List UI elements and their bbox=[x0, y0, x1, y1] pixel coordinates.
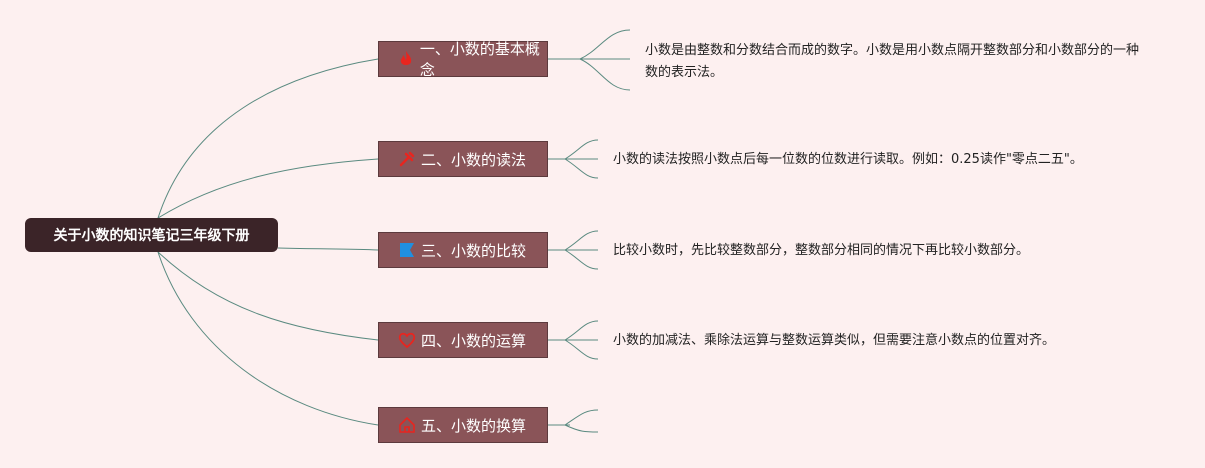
connector-root-branch-3 bbox=[277, 247, 379, 251]
branch-topic-4[interactable]: 四、小数的运算 bbox=[378, 322, 548, 358]
root-topic[interactable]: 关于小数的知识笔记三年级下册 bbox=[25, 218, 278, 252]
branch-topic-5[interactable]: 五、小数的换算 bbox=[378, 407, 548, 443]
connector-root-branch-4 bbox=[157, 251, 379, 341]
heart-icon bbox=[397, 330, 417, 350]
branch-topic-1[interactable]: 一、小数的基本概念 bbox=[378, 40, 548, 79]
leaf-text-2: 小数的读法按照小数点后每一位数的位数进行读取。例如：0.25读作"零点二五"。 bbox=[613, 152, 1083, 167]
house-icon bbox=[397, 415, 417, 435]
connector-root-branch-2 bbox=[157, 158, 379, 219]
connector-root-branch-1 bbox=[157, 58, 379, 219]
connector-root-branch-5 bbox=[157, 251, 379, 426]
tools-icon bbox=[397, 149, 417, 169]
leaf-text-4: 小数的加减法、乘除法运算与整数运算类似，但需要注意小数点的位置对齐。 bbox=[613, 333, 1056, 348]
branch-topic-1-label: 一、小数的基本概念 bbox=[419, 40, 540, 79]
branch-topic-3-label: 三、小数的比较 bbox=[421, 241, 527, 260]
flame-icon bbox=[397, 49, 416, 69]
branch-topic-3[interactable]: 三、小数的比较 bbox=[378, 232, 548, 268]
leaf-text-3: 比较小数时，先比较整数部分，整数部分相同的情况下再比较小数部分。 bbox=[613, 243, 1030, 258]
branch-topic-4-label: 四、小数的运算 bbox=[421, 331, 527, 350]
flag-icon bbox=[397, 240, 417, 260]
branch-topic-2[interactable]: 二、小数的读法 bbox=[378, 141, 548, 177]
root-topic-label: 关于小数的知识笔记三年级下册 bbox=[53, 228, 250, 244]
leaf-text-1: 小数是由整数和分数结合而成的数字。小数是用小数点隔开整数部分和小数部分的一种数的… bbox=[645, 43, 1140, 80]
branch-topic-2-label: 二、小数的读法 bbox=[421, 150, 527, 169]
branch-topic-5-label: 五、小数的换算 bbox=[421, 416, 527, 435]
